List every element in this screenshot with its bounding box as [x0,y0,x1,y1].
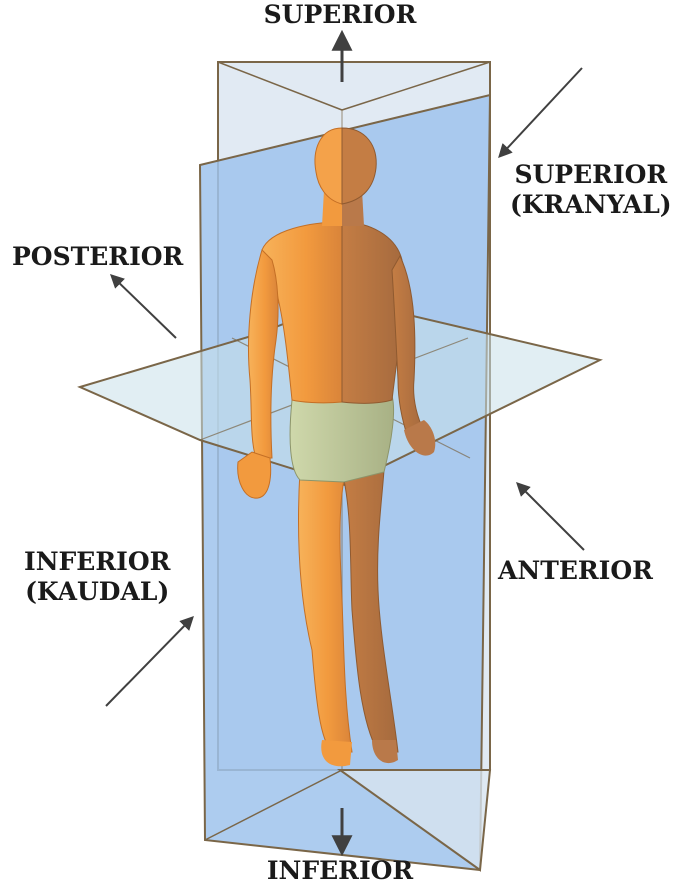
inferior-label: INFERIOR [0,856,680,886]
superior-label-text: SUPERIOR [0,0,680,30]
anterior-label: ANTERIOR [498,556,653,586]
anterior-label-text: ANTERIOR [498,556,653,586]
posterior-arrow [112,276,176,338]
superior-kranyal-label: SUPERIOR (KRANYAL) [510,160,672,220]
superior-label: SUPERIOR [0,0,680,30]
inferior-kaudal-label: INFERIOR (KAUDAL) [24,547,170,607]
inferior-kaudal-arrow [106,618,192,706]
superior-kranyal-line1: SUPERIOR [510,160,672,190]
posterior-label: POSTERIOR [12,242,183,272]
superior-kranyal-line2: (KRANYAL) [510,190,672,220]
posterior-label-text: POSTERIOR [12,242,183,272]
inferior-kaudal-line2: (KAUDAL) [24,577,170,607]
anterior-arrow [518,484,584,550]
superior-kranyal-arrow [500,68,582,156]
inferior-kaudal-line1: INFERIOR [24,547,170,577]
inferior-label-text: INFERIOR [0,856,680,886]
